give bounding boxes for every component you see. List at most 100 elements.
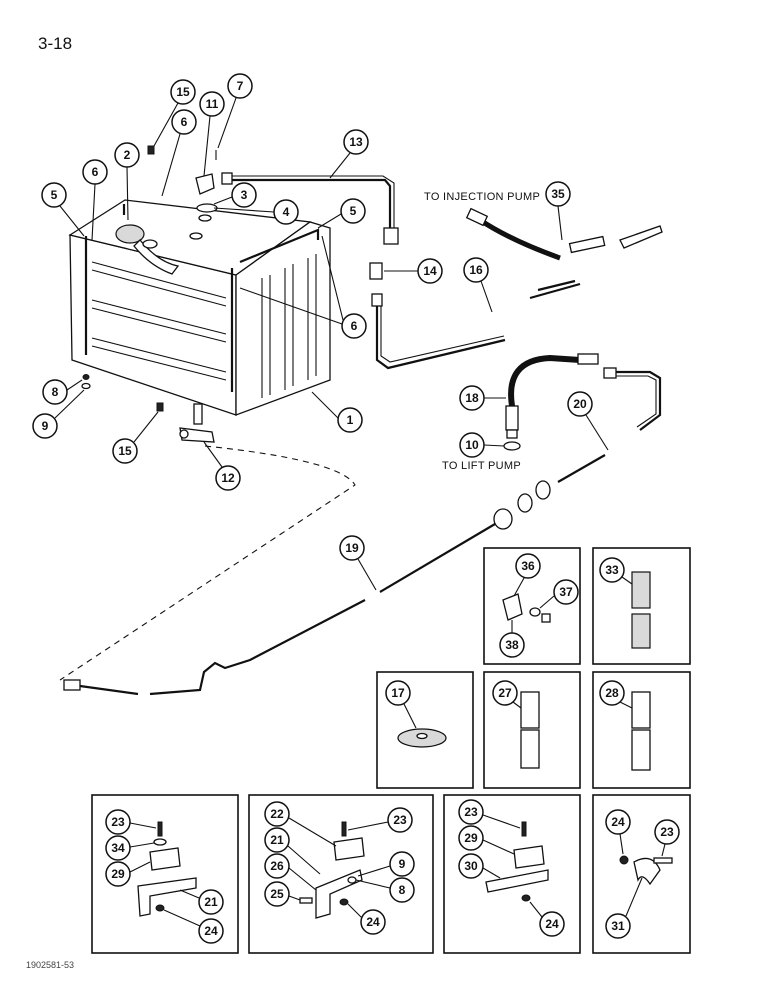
- callout-26: 26: [264, 853, 290, 879]
- callout-16: 16: [463, 257, 489, 283]
- callout-6a: 6: [82, 159, 108, 185]
- svg-text:2: 2: [124, 148, 131, 162]
- callout-36: 36: [515, 553, 541, 579]
- callout-33: 33: [599, 557, 625, 583]
- callout-25: 25: [264, 881, 290, 907]
- callout-24c: 24: [539, 911, 565, 937]
- svg-text:6: 6: [181, 115, 188, 129]
- detail-insets: [91, 547, 691, 954]
- callout-27: 27: [492, 680, 518, 706]
- svg-text:5: 5: [350, 204, 357, 218]
- callout-22: 22: [264, 801, 290, 827]
- svg-text:9: 9: [42, 419, 49, 433]
- callout-23b: 23: [387, 807, 413, 833]
- callout-8a: 8: [42, 379, 68, 405]
- svg-text:21: 21: [204, 895, 218, 909]
- svg-text:10: 10: [465, 438, 479, 452]
- callout-24b: 24: [360, 909, 386, 935]
- callout-19: 19: [339, 535, 365, 561]
- svg-text:27: 27: [498, 686, 512, 700]
- svg-text:15: 15: [118, 444, 132, 458]
- svg-text:11: 11: [206, 97, 219, 111]
- callout-38: 38: [499, 632, 525, 658]
- svg-text:34: 34: [111, 841, 125, 855]
- callout-35: 35: [545, 181, 571, 207]
- svg-text:23: 23: [660, 825, 674, 839]
- svg-text:37: 37: [559, 585, 573, 599]
- callout-9a: 9: [32, 413, 58, 439]
- svg-text:14: 14: [423, 264, 437, 278]
- svg-text:21: 21: [270, 833, 284, 847]
- svg-text:17: 17: [391, 686, 405, 700]
- svg-text:16: 16: [469, 263, 483, 277]
- caption-to-injection-pump: TO INJECTION PUMP: [424, 191, 541, 203]
- svg-text:20: 20: [573, 397, 587, 411]
- callout-10: 10: [459, 432, 485, 458]
- callout-20: 20: [567, 391, 593, 417]
- svg-text:5: 5: [51, 188, 58, 202]
- page-number: 3-18: [38, 34, 73, 53]
- svg-text:4: 4: [283, 205, 290, 219]
- callout-28: 28: [599, 680, 625, 706]
- svg-text:23: 23: [111, 815, 125, 829]
- svg-text:24: 24: [611, 815, 625, 829]
- callout-5b: 5: [340, 198, 366, 224]
- svg-text:24: 24: [545, 917, 559, 931]
- callout-37: 37: [553, 579, 579, 605]
- callout-17: 17: [385, 680, 411, 706]
- callout-34: 34: [105, 835, 131, 861]
- svg-text:3: 3: [241, 188, 248, 202]
- callout-30: 30: [458, 853, 484, 879]
- svg-text:35: 35: [551, 187, 565, 201]
- callout-14: 14: [417, 258, 443, 284]
- callout-21a: 21: [198, 889, 224, 915]
- callout-2: 2: [114, 142, 140, 168]
- callout-11: 11: [199, 91, 225, 117]
- document-code: 1902581-53: [26, 960, 75, 970]
- svg-text:18: 18: [465, 391, 479, 405]
- tank-fasteners: [81, 145, 218, 443]
- svg-text:24: 24: [204, 924, 218, 938]
- svg-text:31: 31: [611, 919, 625, 933]
- callout-5a: 5: [41, 182, 67, 208]
- svg-text:25: 25: [270, 887, 284, 901]
- callout-31: 31: [605, 913, 631, 939]
- callout-12: 12: [215, 465, 241, 491]
- svg-text:9: 9: [399, 857, 406, 871]
- svg-text:29: 29: [464, 831, 478, 845]
- callout-29a: 29: [105, 861, 131, 887]
- callout-3: 3: [231, 182, 257, 208]
- svg-text:22: 22: [270, 807, 284, 821]
- svg-text:23: 23: [464, 805, 478, 819]
- svg-text:28: 28: [605, 686, 619, 700]
- fuel-tank: [68, 199, 331, 416]
- callout-15a: 15: [170, 79, 196, 105]
- svg-text:7: 7: [237, 79, 244, 93]
- callout-23a: 23: [105, 809, 131, 835]
- svg-text:8: 8: [52, 385, 59, 399]
- svg-text:8: 8: [399, 883, 406, 897]
- callout-18: 18: [459, 385, 485, 411]
- svg-text:26: 26: [270, 859, 284, 873]
- svg-text:13: 13: [349, 135, 363, 149]
- callout-24a: 24: [198, 918, 224, 944]
- svg-text:6: 6: [351, 319, 358, 333]
- svg-text:38: 38: [505, 638, 519, 652]
- callout-21b: 21: [264, 827, 290, 853]
- svg-text:23: 23: [393, 813, 407, 827]
- callout-6b: 6: [171, 109, 197, 135]
- callout-24d: 24: [605, 809, 631, 835]
- svg-text:33: 33: [605, 563, 619, 577]
- svg-text:12: 12: [221, 471, 235, 485]
- svg-text:30: 30: [464, 859, 478, 873]
- callout-1: 1: [337, 407, 363, 433]
- callout-4: 4: [273, 199, 299, 225]
- callout-8b: 8: [389, 877, 415, 903]
- callout-9b: 9: [389, 851, 415, 877]
- callout-23d: 23: [654, 819, 680, 845]
- caption-to-lift-pump: TO LIFT PUMP: [442, 460, 521, 472]
- callout-29b: 29: [458, 825, 484, 851]
- callout-6c: 6: [341, 313, 367, 339]
- svg-text:36: 36: [521, 559, 535, 573]
